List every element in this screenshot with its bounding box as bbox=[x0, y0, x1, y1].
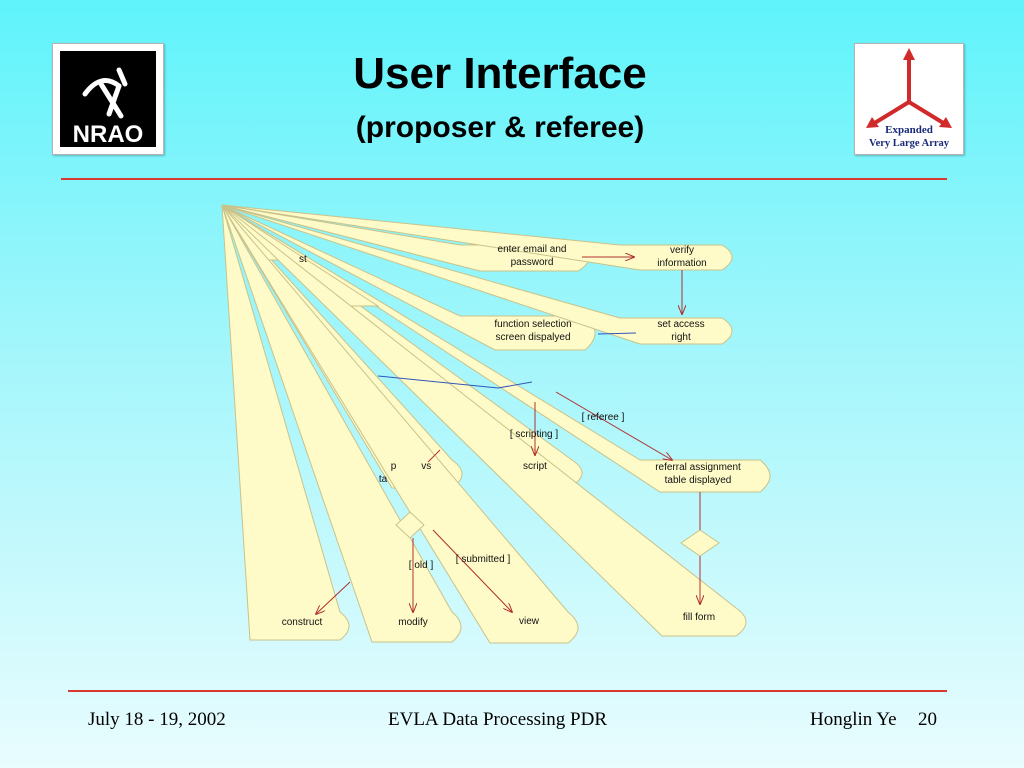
node-enter-line1: enter email and bbox=[498, 244, 567, 255]
blue-connectors bbox=[377, 332, 637, 389]
footer-event: EVLA Data Processing PDR bbox=[388, 709, 608, 730]
node-pt-line1: p vs bbox=[391, 461, 432, 472]
nrao-logo-text: NRAO bbox=[73, 121, 144, 148]
nrao-logo-graphic: NRAO bbox=[60, 51, 156, 148]
node-verify-line1: verify bbox=[670, 245, 694, 256]
decision-diamond-old bbox=[395, 511, 425, 539]
decision-diamond bbox=[680, 529, 720, 557]
node-fill-form: fill form bbox=[683, 612, 715, 623]
evla-logo-graphic: Expanded Very Large Array bbox=[866, 48, 952, 149]
node-referral-line1: referral assignment bbox=[655, 462, 741, 473]
streamer-shapes bbox=[221, 204, 771, 644]
evla-logo-line2: Very Large Array bbox=[869, 138, 950, 149]
node-access-line2: right bbox=[671, 332, 691, 343]
footer-author: Honglin Ye bbox=[810, 709, 897, 730]
guard-old: [ old ] bbox=[409, 560, 434, 571]
evla-logo: Expanded Very Large Array bbox=[854, 43, 964, 155]
guard-referee: [ referee ] bbox=[582, 412, 625, 423]
node-enter-line2: password bbox=[511, 257, 554, 268]
slide-subtitle: (proposer & referee) bbox=[355, 111, 645, 144]
footer-page-number: 20 bbox=[918, 709, 937, 730]
evla-logo-line1: Expanded bbox=[885, 124, 933, 136]
node-function-line2: screen dispalyed bbox=[495, 332, 570, 343]
stub-label: st bbox=[299, 254, 307, 265]
node-referral-line2: table displayed bbox=[665, 475, 732, 486]
node-function-line1: function selection bbox=[494, 319, 571, 330]
guard-submitted: [ submitted ] bbox=[456, 554, 511, 565]
node-view: view bbox=[519, 616, 540, 627]
footer-date: July 18 - 19, 2002 bbox=[88, 709, 226, 730]
node-access-line1: set access bbox=[657, 319, 704, 330]
slide-title: User Interface bbox=[353, 49, 647, 98]
node-pt-line2: ta bbox=[379, 474, 388, 485]
bottom-divider bbox=[68, 690, 947, 692]
guard-scripting: [ scripting ] bbox=[510, 429, 559, 440]
nrao-logo: NRAO bbox=[52, 43, 164, 155]
node-script: script bbox=[523, 461, 547, 472]
node-verify-line2: information bbox=[657, 258, 706, 269]
top-divider bbox=[61, 178, 947, 180]
transition-arrows bbox=[316, 257, 700, 614]
node-construct: construct bbox=[282, 617, 323, 628]
node-modify: modify bbox=[398, 617, 427, 628]
